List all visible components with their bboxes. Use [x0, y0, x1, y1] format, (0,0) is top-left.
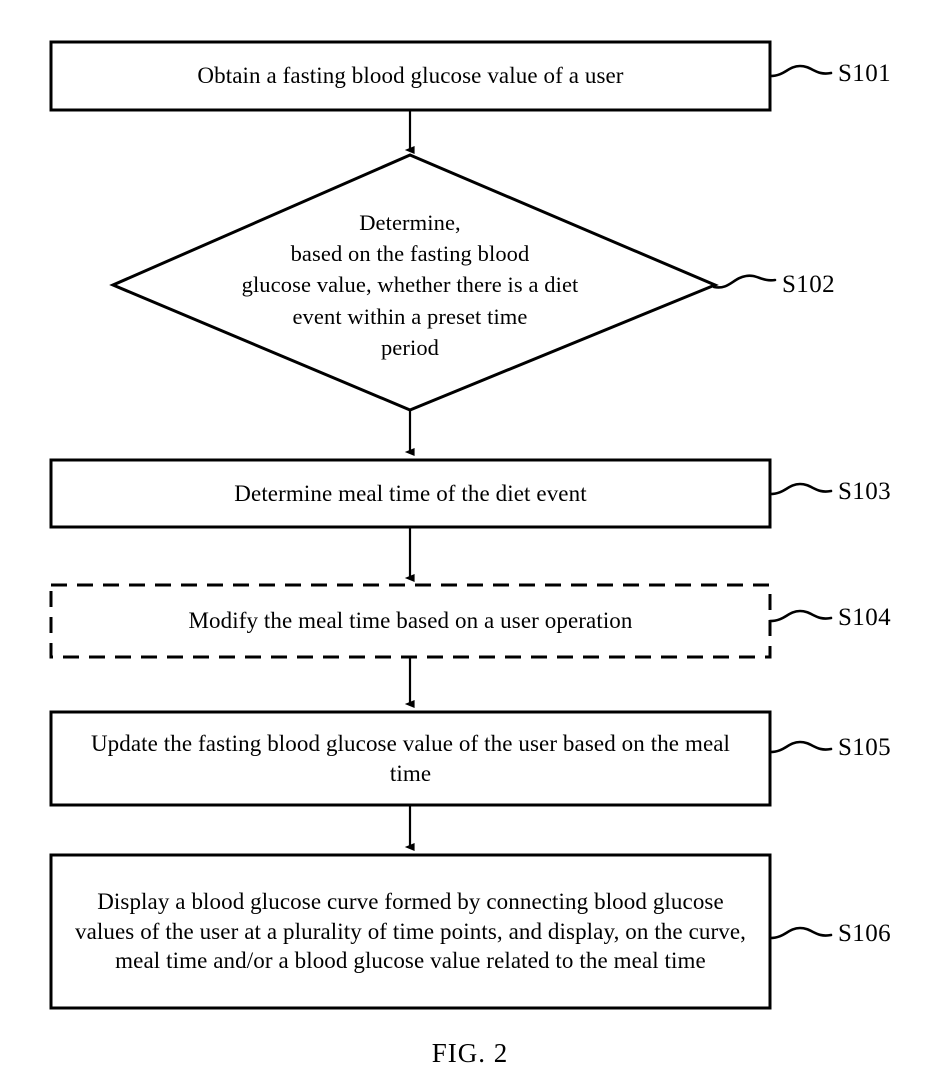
step-label-s101: S101 — [838, 60, 892, 87]
node-s102-shape — [109, 153, 719, 412]
node-s106-shape — [49, 853, 772, 1010]
leader-squiggle-s102 — [712, 274, 777, 289]
node-s105-shape — [49, 710, 772, 807]
step-label-s106: S106 — [838, 920, 892, 947]
step-label-s102: S102 — [782, 271, 836, 298]
leader-squiggle-s101 — [768, 64, 833, 78]
leader-squiggle-s106 — [768, 926, 833, 940]
leader-squiggle-s103 — [768, 482, 833, 496]
leader-squiggle-s105 — [768, 740, 833, 754]
node-s103-shape — [49, 458, 772, 529]
step-label-s103: S103 — [838, 478, 892, 505]
node-s104-shape — [49, 583, 772, 659]
step-label-s104: S104 — [838, 604, 892, 631]
leader-squiggle-s104 — [768, 609, 833, 623]
step-label-s105: S105 — [838, 734, 892, 761]
node-s101-shape — [49, 40, 772, 112]
figure-caption: FIG. 2 — [431, 1038, 509, 1068]
